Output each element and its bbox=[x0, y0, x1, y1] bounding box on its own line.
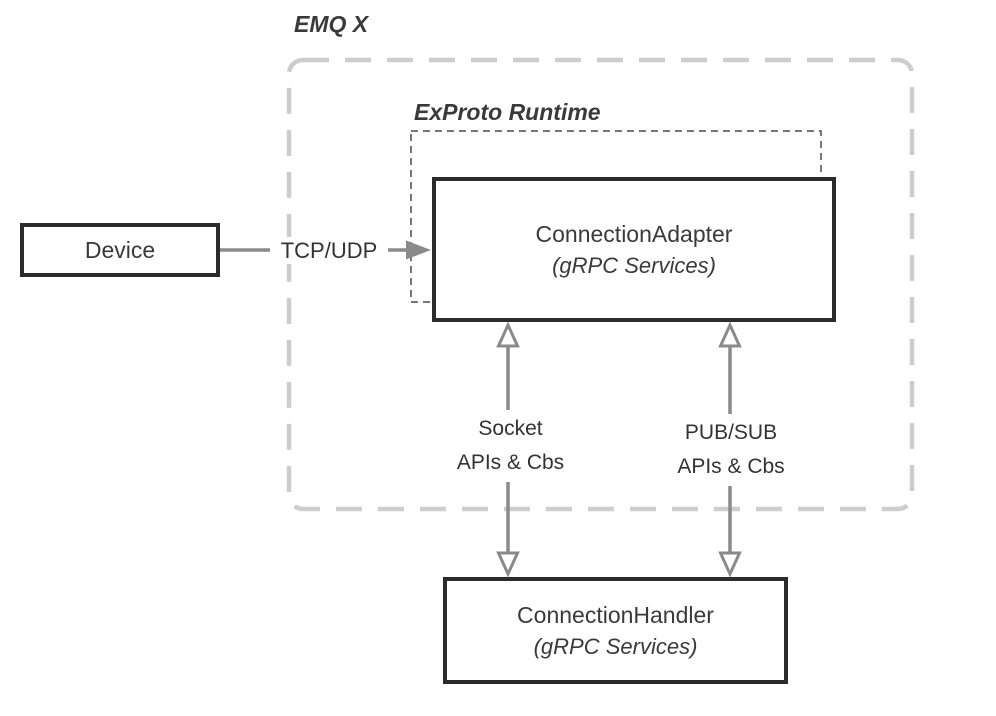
connection-handler-label: ConnectionHandler bbox=[517, 601, 714, 628]
tcp-udp-edge-label: TCP/UDP bbox=[270, 237, 388, 264]
pubsub-edge-label: PUB/SUB APIs & Cbs bbox=[656, 414, 806, 486]
connection-adapter-sublabel: (gRPC Services) bbox=[552, 252, 716, 278]
exproto-runtime-label: ExProto Runtime bbox=[414, 99, 601, 125]
device-node-label: Device bbox=[84, 237, 156, 263]
connection-handler-sublabel: (gRPC Services) bbox=[533, 633, 698, 659]
socket-down-arrowhead-icon bbox=[496, 551, 520, 578]
socket-up-arrowhead-icon bbox=[496, 321, 520, 348]
pubsub-edge-label-line2: APIs & Cbs bbox=[677, 455, 785, 478]
pubsub-edge-label-line1: PUB/SUB bbox=[684, 421, 778, 444]
socket-edge-label-line1: Socket bbox=[478, 417, 543, 440]
connection-handler-node: ConnectionHandler (gRPC Services) bbox=[443, 577, 788, 684]
pubsub-down-arrowhead-icon bbox=[718, 551, 742, 578]
socket-edge-label-line2: APIs & Cbs bbox=[456, 451, 565, 474]
device-node: Device bbox=[20, 223, 220, 277]
socket-edge-label: Socket APIs & Cbs bbox=[438, 410, 583, 482]
connection-adapter-label: ConnectionAdapter bbox=[535, 220, 733, 247]
emqx-group-label: EMQ X bbox=[294, 11, 369, 37]
pubsub-up-arrowhead-icon bbox=[718, 321, 742, 348]
tcp-udp-arrowhead-icon bbox=[406, 240, 431, 260]
connection-adapter-node: ConnectionAdapter (gRPC Services) bbox=[432, 177, 836, 322]
